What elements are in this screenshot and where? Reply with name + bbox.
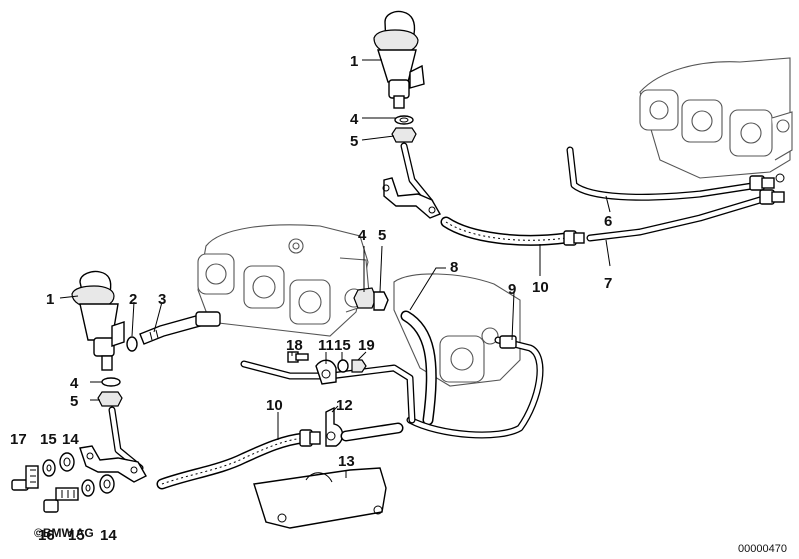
label-1-top: 1	[350, 53, 358, 70]
washer-14-left	[59, 452, 75, 472]
left-seal-ring	[101, 377, 121, 387]
middle-union-nuts	[353, 287, 389, 311]
reference-number: 00000470	[738, 543, 787, 555]
clamp-11	[315, 359, 337, 385]
washer-14-bottom	[99, 474, 115, 494]
label-2: 2	[129, 291, 137, 308]
label-4-mid: 4	[358, 227, 367, 244]
label-4-left: 4	[70, 375, 79, 392]
sensor-3	[139, 311, 221, 345]
label-3: 3	[158, 291, 166, 308]
bolt-16	[43, 487, 79, 513]
label-16: 16	[38, 527, 55, 544]
short-hose	[340, 422, 404, 442]
label-15-mid: 15	[334, 337, 351, 354]
label-5-mid: 5	[378, 227, 386, 244]
washer-2	[126, 336, 138, 352]
label-12: 12	[336, 397, 353, 414]
pipe-7	[586, 173, 785, 242]
label-14-left: 14	[62, 431, 79, 448]
upper-seal-ring	[394, 115, 414, 125]
upper-braided-hose	[440, 216, 585, 246]
label-15-bottom: 15	[68, 527, 85, 544]
left-air-valve	[71, 270, 125, 371]
middle-manifold	[197, 224, 371, 337]
label-5-left: 5	[70, 393, 78, 410]
label-5-top: 5	[350, 133, 358, 150]
label-4-top: 4	[350, 111, 359, 128]
label-10-bottom: 10	[266, 397, 283, 414]
upper-manifold	[639, 57, 793, 179]
pipe-9	[406, 335, 544, 439]
label-18: 18	[286, 337, 303, 354]
hose-8	[400, 310, 437, 426]
right-manifold	[393, 273, 521, 387]
bracket-13	[253, 467, 387, 529]
upper-air-valve	[373, 10, 425, 109]
label-6: 6	[604, 213, 612, 230]
copyright: ©BMW AG	[34, 526, 94, 540]
label-8: 8	[450, 259, 458, 276]
label-14-bottom: 14	[100, 527, 117, 544]
washer-15-bottom	[81, 479, 95, 497]
label-15-left: 15	[40, 431, 57, 448]
label-17: 17	[10, 431, 27, 448]
pipe-6	[566, 146, 775, 201]
label-10-top: 10	[532, 279, 549, 296]
washer-15-left	[42, 459, 56, 477]
upper-union-nut	[391, 127, 417, 143]
bolt-18	[287, 351, 309, 363]
label-1-left: 1	[46, 291, 54, 308]
label-9: 9	[508, 281, 516, 298]
left-union-nut	[97, 391, 123, 407]
label-11: 11	[318, 337, 334, 354]
left-pipe-bracket	[79, 406, 147, 483]
leader-lines	[59, 59, 611, 478]
upper-bracket-pipe	[382, 142, 442, 219]
lower-braided-hose	[156, 429, 321, 490]
nut-19	[351, 359, 367, 373]
callout-labels: 1 4 5 6 7 10 4 5 8 9 1 2 3 18 11 15 19 4…	[10, 53, 612, 544]
label-19: 19	[358, 337, 375, 354]
label-13: 13	[338, 453, 355, 470]
label-7: 7	[604, 275, 612, 292]
bolt-17	[11, 465, 39, 491]
washer-15-mid	[337, 359, 349, 373]
